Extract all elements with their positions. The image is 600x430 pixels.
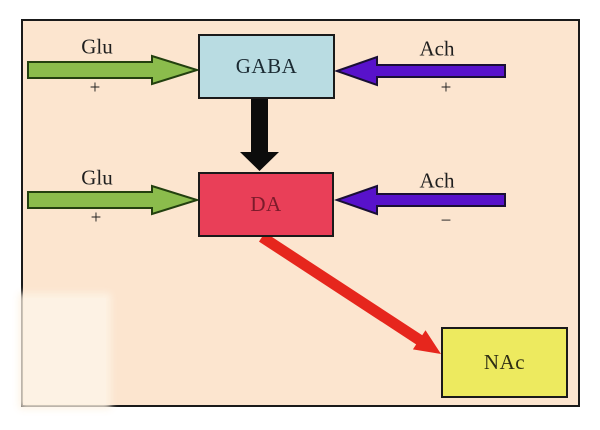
ach-da-sign: − <box>440 210 452 232</box>
glu-to-da-arrow <box>27 184 201 216</box>
node-da: DA <box>198 172 334 237</box>
ach-to-gaba-arrow <box>333 55 506 87</box>
light-patch <box>24 298 106 404</box>
ach-gaba-sign: + <box>440 77 452 99</box>
node-gaba-label: GABA <box>235 54 298 78</box>
ach-to-da-arrow <box>333 184 506 216</box>
node-nac-label: NAc <box>483 350 526 374</box>
gaba-to-da-arrow <box>240 99 279 171</box>
ach-gaba-label: Ach <box>419 36 455 61</box>
glu-da-sign: + <box>90 207 102 229</box>
node-gaba: GABA <box>198 34 335 99</box>
glu-to-gaba-arrow <box>27 54 201 86</box>
da-to-nac-arrow-shaft <box>258 232 425 346</box>
da-to-nac-arrow-head <box>412 330 441 354</box>
glu-gaba-sign: + <box>89 77 101 99</box>
glu-gaba-label: Glu <box>81 34 113 59</box>
node-nac: NAc <box>441 327 568 398</box>
da-to-nac-arrow <box>258 232 441 354</box>
node-da-label: DA <box>250 192 282 216</box>
glu-da-label: Glu <box>81 165 113 190</box>
ach-da-label: Ach <box>419 168 455 193</box>
